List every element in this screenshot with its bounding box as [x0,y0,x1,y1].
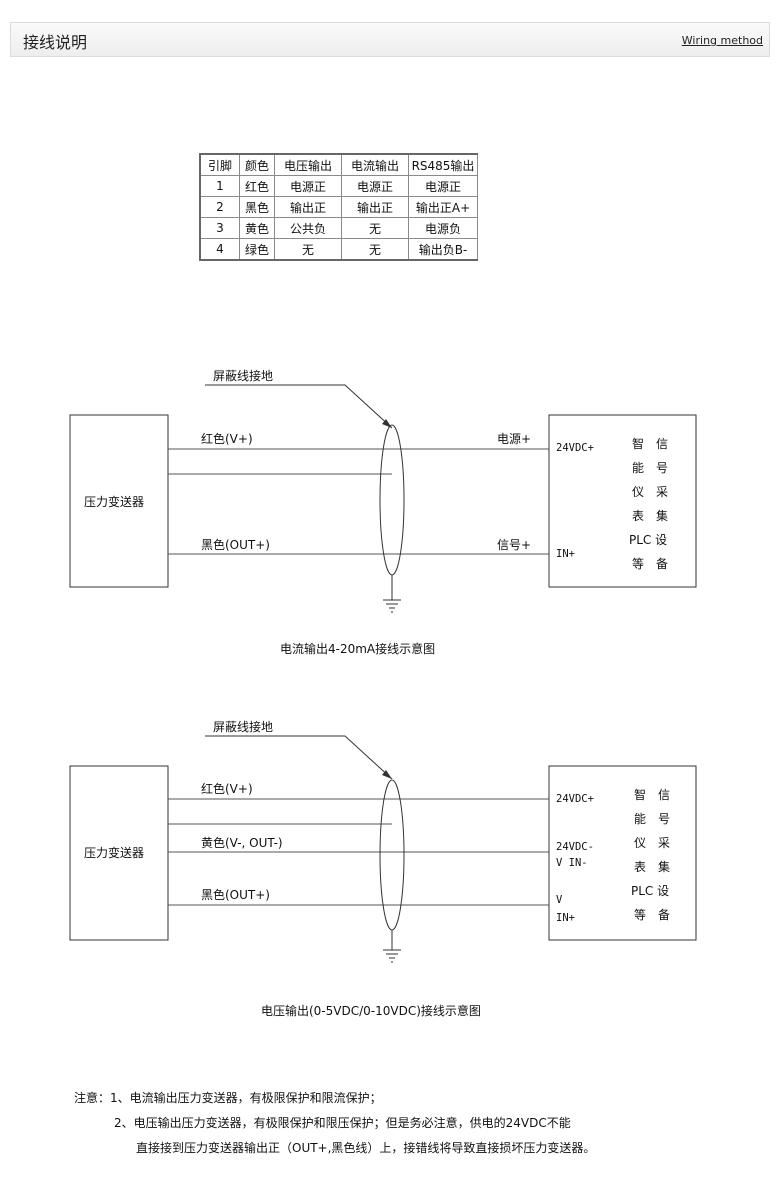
instrument-box [548,765,697,941]
shield-leader-line [205,384,393,429]
table-cell: 无 [341,238,409,261]
table-cell: 红色 [239,175,275,197]
table-row: 1 红色 电源正 电源正 电源正 [199,175,478,197]
wire-black-label: 黑色(OUT+) [201,888,270,902]
instrument-label-line: 仪 采 [632,485,668,499]
notes-section: 注意：1、电流输出压力变送器，有极限保护和限流保护； 2、电压输出压力变送器，有… [74,1086,595,1161]
table-cell: 黄色 [239,217,275,239]
transmitter-box [69,765,169,941]
transmitter-box [69,414,169,588]
transmitter-label: 压力变送器 [84,494,144,509]
column-header: 电流输出 [341,153,409,176]
power-plus-label: 电源+ [497,432,531,446]
shield-ellipse [379,779,405,931]
table-cell: 输出负B- [408,238,478,261]
table-row: 4 绿色 无 无 输出负B- [199,238,478,261]
diagram-caption: 电压输出(0-5VDC/0-10VDC)接线示意图 [261,1003,481,1018]
note-line: 注意：1、电流输出压力变送器，有极限保护和限流保护； [74,1091,382,1105]
terminal-in-plus: IN+ [556,912,575,924]
instrument-label-line: 能 号 [632,461,668,475]
terminal-24vdc-plus: 24VDC+ [556,793,594,805]
instrument-label-line: 智 信 [634,787,670,802]
wire-red-label: 红色(V+) [201,781,253,796]
instrument-label-line: PLC 设 [631,884,669,898]
signal-plus-label: 信号+ [497,538,531,552]
instrument-label-line: 表 集 [632,508,668,523]
table-cell: 绿色 [239,238,275,261]
section-title: 接线说明 [23,33,88,52]
instrument-label-line: 智 信 [632,436,668,451]
shield-ground-label: 屏蔽线接地 [213,719,273,734]
diagram-caption: 电流输出4-20mA接线示意图 [280,641,435,656]
voltage-output-diagram: 压力变送器 屏蔽线接地 红色(V+) 黄色(V-, OUT-) 黑色(OUT+)… [69,719,697,1018]
leader-arrowhead [382,770,392,779]
table-cell: 输出正 [341,196,409,218]
table-cell: 黑色 [239,196,275,218]
table-cell: 电源负 [408,217,478,239]
shield-leader-line [205,735,393,780]
pin-table: 引脚 颜色 电压输出 电流输出 RS485输出 1 红色 电源正 电源正 电源正… [199,153,478,261]
terminal-in-plus: IN+ [556,548,575,560]
wire-yellow-label: 黄色(V-, OUT-) [201,836,283,850]
instrument-box [548,414,697,588]
wire-red-label: 红色(V+) [201,431,253,446]
leader-arrowhead [382,419,392,428]
instrument-label-line: PLC 设 [629,533,667,547]
note-line: 2、电压输出压力变送器，有极限保护和限压保护；但是务必注意，供电的24VDC不能 [114,1116,571,1130]
terminal-24vdc-plus: 24VDC+ [556,442,594,454]
table-cell: 无 [274,238,342,261]
column-header: RS485输出 [408,153,478,176]
terminal-v-in-minus: V IN- [556,857,588,869]
current-output-diagram: 压力变送器 屏蔽线接地 红色(V+) 黑色(OUT+) 电源+ 信号+ 24VD… [69,368,697,656]
terminal-24vdc-minus: 24VDC- [556,841,594,853]
table-cell: 电源正 [274,175,342,197]
shield-ellipse [379,424,405,576]
wire-black-label: 黑色(OUT+) [201,538,270,552]
table-row: 3 黄色 公共负 无 电源负 [199,217,478,239]
section-header: 接线说明 Wiring method [10,22,770,57]
table-row: 2 黑色 输出正 输出正 输出正A+ [199,196,478,218]
table-cell: 电源正 [341,175,409,197]
instrument-label-line: 等 备 [632,557,668,571]
table-header-row: 引脚 颜色 电压输出 电流输出 RS485输出 [199,153,478,176]
terminal-v: V [556,894,563,906]
transmitter-label: 压力变送器 [84,845,144,860]
instrument-label-line: 表 集 [634,859,670,874]
shield-ground-label: 屏蔽线接地 [213,368,273,383]
instrument-label-line: 能 号 [634,812,670,826]
table-cell: 3 [199,217,240,239]
wiring-method-link[interactable]: Wiring method [681,34,763,47]
instrument-label-line: 仪 采 [634,836,670,850]
instrument-label-line: 等 备 [634,908,670,922]
note-line: 直接接到压力变送器输出正（OUT+,黑色线）上，接错线将导致直接损坏压力变送器。 [136,1141,596,1155]
